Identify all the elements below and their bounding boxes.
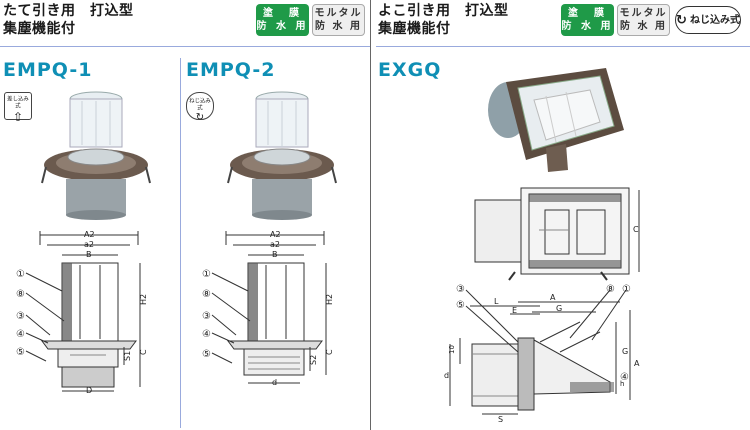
header-divider-right — [376, 46, 750, 47]
dim-B: B — [272, 250, 278, 259]
push-in-marker: 差し込み式 ⇧ — [4, 92, 32, 124]
marker-label: 差し込み式 — [7, 95, 29, 110]
right-header-title: よこ引き用 打込型 — [378, 3, 509, 19]
model-exgq: EXGQ — [378, 59, 442, 81]
rotate-icon: ↻ — [676, 12, 687, 28]
badge-line: 防 水 用 — [256, 21, 309, 32]
dim-H2: H2 — [325, 294, 334, 305]
waterproof-badge-right: 塗 膜 防 水 用 — [561, 4, 614, 36]
badge-label: ねじ込み式 — [689, 14, 740, 26]
callout-1: ① — [202, 269, 211, 280]
dim-d: d — [272, 378, 277, 387]
dim-10: 10 — [448, 345, 456, 354]
dim-h: h — [620, 380, 624, 388]
callout-8: ⑧ — [202, 289, 211, 300]
dim-C: C — [139, 349, 148, 355]
waterproof-badge: 塗 膜 防 水 用 — [256, 4, 309, 36]
badge-line: モルタル — [314, 8, 363, 19]
callout-3: ③ — [16, 311, 25, 322]
badge-line: モルタル — [619, 8, 668, 19]
dim-a2: a2 — [84, 240, 94, 249]
dim-a2: a2 — [270, 240, 280, 249]
badge-line: 防 水 用 — [620, 21, 667, 32]
callout-4: ④ — [16, 329, 25, 340]
exgq-product-image — [488, 68, 624, 172]
callout-1: ① — [16, 269, 25, 280]
callout-1: ① — [622, 284, 631, 295]
callout-5: ⑤ — [456, 300, 465, 311]
callout-3: ③ — [456, 284, 465, 295]
dim-D: D — [86, 386, 92, 395]
badge-line: 塗 膜 — [263, 8, 302, 19]
column-divider — [180, 58, 181, 428]
dim-G: G — [556, 304, 562, 313]
model-empq2: EMPQ-2 — [186, 59, 276, 81]
badge-line: 防 水 用 — [315, 21, 362, 32]
dim-E: E — [512, 306, 517, 315]
callout-3: ③ — [202, 311, 211, 322]
empq1-product-image — [41, 91, 151, 220]
dim-L: L — [494, 297, 499, 306]
up-arrow-icon: ⇧ — [12, 110, 24, 124]
dim-d: d — [444, 371, 449, 380]
screw-type-badge: ↻ ねじ込み式 — [675, 6, 741, 34]
exgq-section-drawing: L A E G d 10 S G A h ③ ⑤ ⑧ ① ④ — [444, 284, 640, 424]
left-header-title: たて引き用 打込型 — [3, 3, 134, 19]
dim-S1: S1 — [123, 351, 132, 361]
left-header-subtitle: 集塵機能付 — [3, 21, 76, 37]
empq2-drawing: A2 a2 B d H2 C S2 ① ⑧ ③ ④ ⑤ — [202, 230, 334, 387]
dim-C: C — [633, 225, 639, 234]
callout-5: ⑤ — [202, 349, 211, 360]
dim-C: C — [325, 349, 334, 355]
mortar-badge-right: モルタル 防 水 用 — [617, 4, 670, 36]
dim-A2: A2 — [270, 230, 281, 239]
dim-A-vertical: A — [634, 359, 640, 368]
callout-4: ④ — [202, 329, 211, 340]
marker-label: ねじ込み式 — [189, 97, 211, 112]
dim-A2: A2 — [84, 230, 95, 239]
dim-A: A — [550, 293, 556, 302]
dim-S2: S2 — [309, 355, 318, 365]
empq1-drawing: A2 a2 B D H2 C S1 ① ⑧ ③ ④ ⑤ — [16, 230, 148, 395]
screw-in-marker: ねじ込み式 ↻ — [186, 92, 214, 123]
dim-G-vertical: G — [622, 347, 628, 356]
exgq-top-drawing: C — [474, 187, 640, 281]
badge-line: 防 水 用 — [561, 21, 614, 32]
dim-S: S — [498, 415, 503, 424]
rotate-icon: ↻ — [195, 112, 205, 123]
model-empq1: EMPQ-1 — [3, 59, 93, 81]
dim-H2: H2 — [139, 294, 148, 305]
dim-B: B — [86, 250, 92, 259]
callout-4: ④ — [620, 372, 629, 383]
empq2-product-image — [227, 91, 337, 220]
section-divider — [370, 0, 371, 430]
callout-8: ⑧ — [16, 289, 25, 300]
mortar-badge: モルタル 防 水 用 — [312, 4, 365, 36]
right-header-subtitle: 集塵機能付 — [378, 21, 451, 37]
header-divider — [0, 46, 370, 47]
callout-5: ⑤ — [16, 347, 25, 358]
badge-line: 塗 膜 — [568, 8, 607, 19]
callout-8: ⑧ — [606, 284, 615, 295]
